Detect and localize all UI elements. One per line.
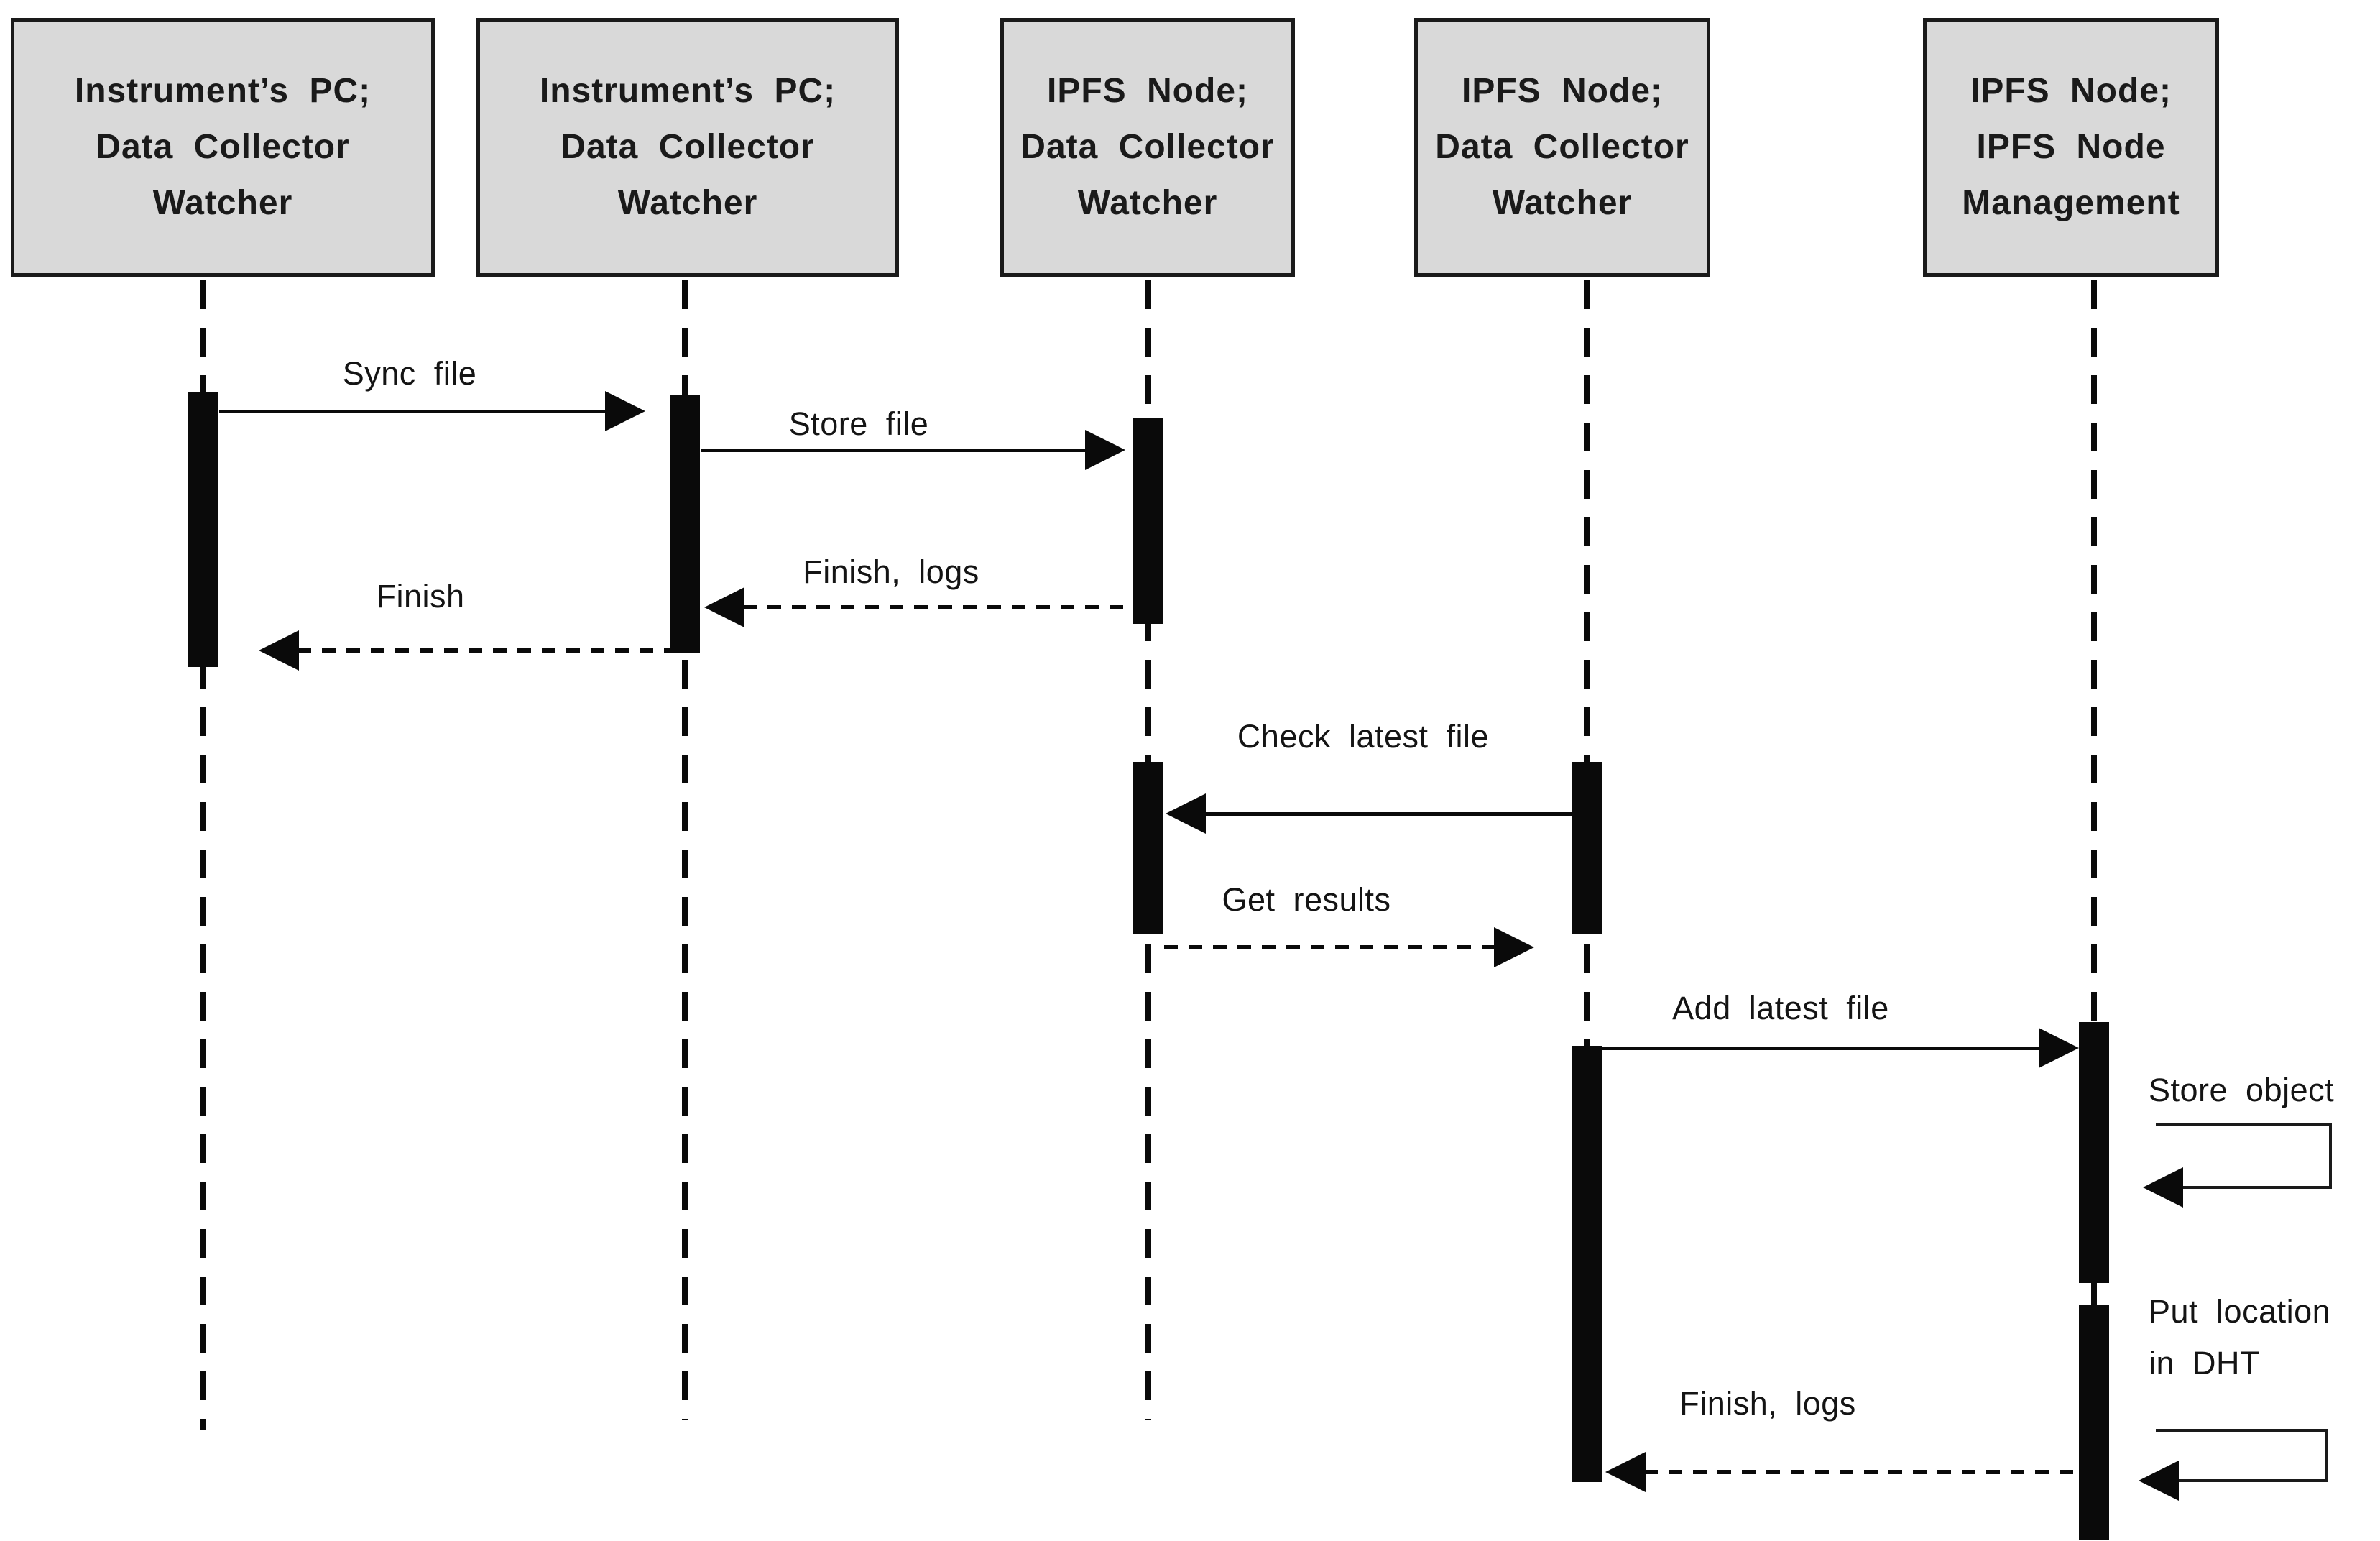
activation-actor-4-b	[1572, 1046, 1602, 1482]
self-loop-return	[2180, 1186, 2332, 1189]
arrowhead-left-icon	[2139, 1460, 2179, 1501]
arrowhead-left-icon	[1166, 794, 1206, 834]
actor-label-line: IPFS Node;	[1461, 72, 1663, 110]
message-check-latest-file-label: Check latest file	[1237, 718, 1490, 755]
actor-label-line: Instrument’s PC;	[74, 72, 372, 110]
message-get-results-line	[1164, 945, 1495, 949]
message-store-file-line	[701, 448, 1087, 452]
lifeline-actor-4	[1584, 280, 1590, 1049]
message-finish-logs-2-line	[1644, 1470, 2095, 1474]
message-store-object-label: Store object	[2149, 1072, 2335, 1108]
actor-label-line: IPFS Node;	[1046, 72, 1248, 110]
actor-box-instruments-pc-2: Instrument’s PC; Data Collector Watcher	[476, 18, 899, 277]
arrowhead-left-icon	[704, 587, 744, 627]
actor-box-instruments-pc-1: Instrument’s PC; Data Collector Watcher	[11, 18, 435, 277]
self-loop-top	[2156, 1429, 2328, 1432]
message-check-latest-file-line	[1204, 812, 1572, 816]
actor-box-ipfs-node-management: IPFS Node; IPFS Node Management	[1923, 18, 2219, 277]
message-finish-logs-1-label: Finish, logs	[803, 553, 979, 590]
actor-label-line: Management	[1962, 184, 2180, 222]
actor-label-line: IPFS Node	[1976, 128, 2166, 166]
message-sync-file-line	[219, 410, 608, 413]
activation-actor-2	[670, 395, 700, 653]
lifeline-actor-2	[682, 280, 688, 1420]
actor-label-line: Watcher	[152, 184, 293, 222]
message-store-file-label: Store file	[788, 405, 929, 442]
arrowhead-right-icon	[1085, 430, 1125, 470]
actor-box-ipfs-node-watcher-1: IPFS Node; Data Collector Watcher	[1000, 18, 1295, 277]
self-loop-return	[2176, 1479, 2328, 1482]
message-finish-logs-2-label: Finish, logs	[1679, 1385, 1856, 1422]
actor-label-line: Data Collector	[96, 128, 350, 166]
message-put-location-label-line-1: Put location	[2149, 1293, 2331, 1330]
message-add-latest-file-label: Add latest file	[1672, 990, 1889, 1026]
self-loop-right	[2325, 1429, 2328, 1482]
message-finish-label: Finish	[376, 578, 465, 615]
self-loop-right	[2329, 1123, 2332, 1189]
arrowhead-right-icon	[2039, 1028, 2079, 1068]
message-put-location-label-line-2: in DHT	[2149, 1345, 2261, 1381]
message-get-results-label: Get results	[1222, 881, 1391, 918]
activation-actor-4-a	[1572, 762, 1602, 934]
actor-label-line: Data Collector	[561, 128, 815, 166]
arrowhead-left-icon	[259, 630, 299, 671]
message-add-latest-file-line	[1602, 1046, 2040, 1050]
actor-label-line: Watcher	[617, 184, 758, 222]
message-sync-file-label: Sync file	[342, 355, 477, 392]
lifeline-actor-5	[2091, 280, 2097, 1308]
message-finish-line	[298, 648, 670, 653]
activation-actor-5-b	[2079, 1305, 2109, 1540]
activation-actor-3-b	[1133, 762, 1163, 934]
self-loop-top	[2156, 1123, 2332, 1126]
activation-actor-5-a	[2079, 1022, 2109, 1283]
arrowhead-right-icon	[1494, 927, 1534, 967]
arrowhead-right-icon	[605, 391, 645, 431]
arrowhead-left-icon	[2143, 1167, 2183, 1208]
arrowhead-left-icon	[1605, 1452, 1646, 1492]
actor-label-line: Watcher	[1492, 184, 1633, 222]
actor-label-line: Instrument’s PC;	[539, 72, 836, 110]
actor-label-line: IPFS Node;	[1970, 72, 2172, 110]
actor-box-ipfs-node-watcher-2: IPFS Node; Data Collector Watcher	[1414, 18, 1710, 277]
activation-actor-1	[188, 392, 218, 667]
lifeline-actor-1	[200, 280, 206, 1430]
activation-actor-3-a	[1133, 418, 1163, 624]
actor-label-line: Data Collector	[1020, 128, 1275, 166]
message-finish-logs-1-line	[743, 605, 1134, 610]
actor-label-line: Data Collector	[1435, 128, 1689, 166]
actor-label-line: Watcher	[1077, 184, 1218, 222]
